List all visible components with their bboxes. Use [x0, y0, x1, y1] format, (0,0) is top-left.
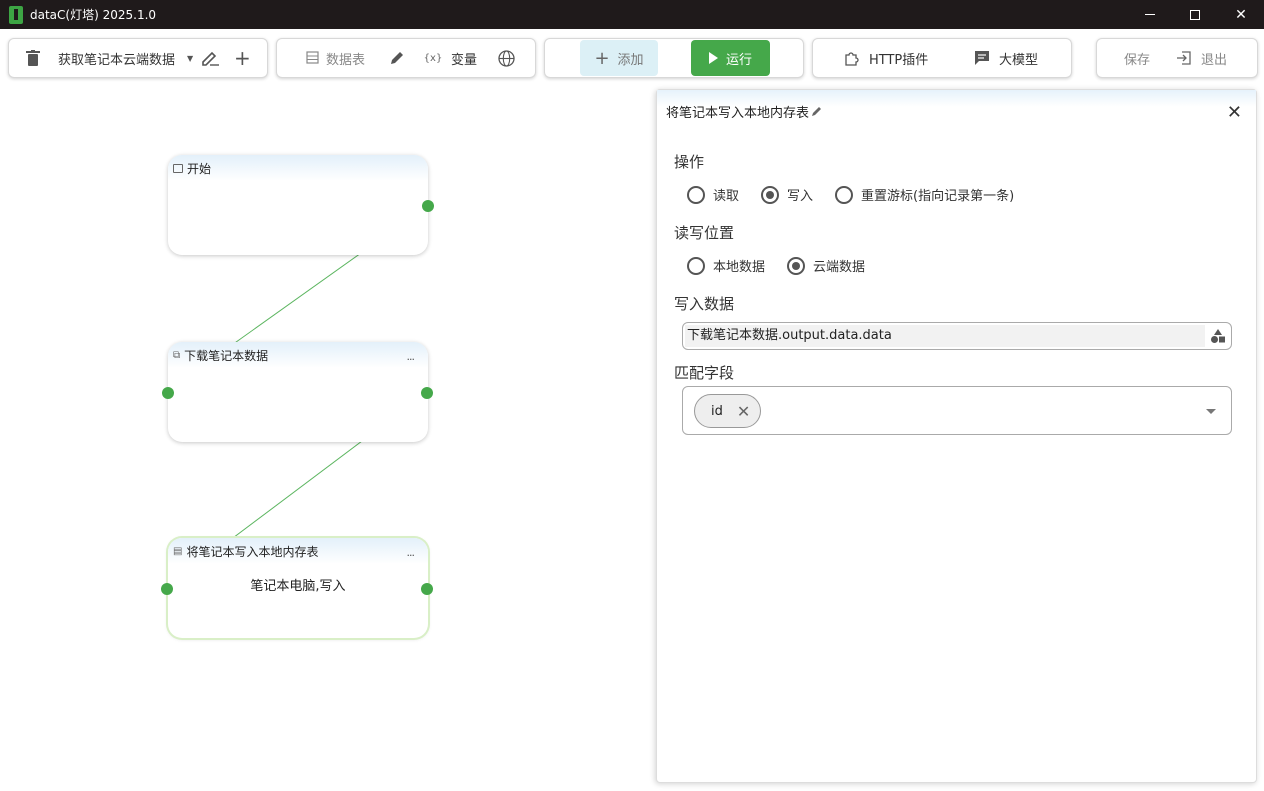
node-download-notebook[interactable]: ⧉ 下载笔记本数据 ···: [168, 342, 428, 442]
rename-workflow-button[interactable]: [201, 50, 219, 66]
pencil-icon: [391, 52, 403, 64]
write-data-value: 下载笔记本数据.output.data.data: [685, 325, 1205, 347]
add-node-button[interactable]: + 添加: [580, 40, 658, 76]
globe-button[interactable]: [498, 49, 515, 67]
run-toolbar-group: + 添加 运行: [544, 38, 804, 78]
write-data-label: 写入数据: [674, 295, 735, 313]
write-data-field[interactable]: 下载笔记本数据.output.data.data: [682, 322, 1232, 350]
input-port[interactable]: [162, 387, 174, 399]
plugin-toolbar-group: HTTP插件 大模型: [812, 38, 1072, 78]
title-bar: dataC(灯塔) 2025.1.0 ✕: [0, 0, 1264, 29]
puzzle-icon: [845, 52, 859, 66]
save-label: 保存: [1124, 52, 1151, 68]
save-button[interactable]: 保存: [1124, 49, 1150, 68]
radio-label: 本地数据: [713, 260, 766, 275]
node-start[interactable]: 开始: [168, 155, 428, 255]
radio-reset-cursor[interactable]: 重置游标(指向记录第一条): [835, 185, 1014, 204]
chip-id: id ✕: [694, 394, 761, 428]
node-header: 开始: [168, 155, 428, 181]
play-icon: [708, 52, 718, 64]
http-plugin-button[interactable]: HTTP插件: [844, 49, 928, 68]
node-header: ▤ 将笔记本写入本地内存表: [168, 538, 428, 564]
delete-workflow-button[interactable]: [26, 50, 40, 66]
llm-button[interactable]: 大模型: [974, 49, 1038, 68]
http-plugin-label: HTTP插件: [869, 52, 929, 68]
chat-icon: [975, 51, 989, 65]
plus-icon: +: [594, 47, 610, 69]
output-port[interactable]: [422, 200, 434, 212]
datatable-label: 数据表: [326, 52, 366, 68]
run-button[interactable]: 运行: [691, 40, 770, 76]
edit-button[interactable]: [389, 50, 405, 66]
lighthouse-app-icon: [9, 5, 23, 24]
close-window-button[interactable]: ✕: [1218, 0, 1264, 29]
output-port[interactable]: [421, 583, 433, 595]
operation-radio-group: 读取 写入 重置游标(指向记录第一条): [687, 185, 1036, 204]
location-label: 读写位置: [674, 224, 735, 242]
node-title: 开始: [187, 161, 212, 176]
panel-title: 将笔记本写入本地内存表: [666, 105, 810, 121]
edit-pen-icon[interactable]: [811, 105, 823, 117]
table-icon: ▤: [173, 545, 183, 557]
node-header: ⧉ 下载笔记本数据: [168, 342, 428, 368]
node-write-memory-table[interactable]: ▤ 将笔记本写入本地内存表 ··· 笔记本电脑,写入: [168, 538, 428, 638]
dropdown-caret-icon: ▼: [187, 53, 194, 63]
maximize-button[interactable]: [1172, 0, 1218, 29]
radio-read[interactable]: 读取: [687, 185, 739, 204]
puzzle-icon: ⧉: [173, 349, 181, 361]
node-config-panel: 将笔记本写入本地内存表 ✕ 操作 读取 写入 重置游标(指向记录第一条) 读写位…: [656, 89, 1257, 783]
plus-icon: +: [234, 46, 251, 70]
radio-label: 云端数据: [813, 260, 866, 275]
panel-close-button[interactable]: ✕: [1226, 102, 1242, 123]
exit-button[interactable]: 退出: [1176, 49, 1227, 68]
more-icon[interactable]: ···: [406, 353, 415, 366]
panel-header: 将笔记本写入本地内存表: [657, 90, 1256, 132]
node-title: 将笔记本写入本地内存表: [186, 544, 319, 559]
chip-label: id: [711, 403, 723, 419]
workflow-toolbar-group: 获取笔记本云端数据 ▼ +: [8, 38, 268, 78]
node-title: 下载笔记本数据: [184, 348, 269, 363]
radio-local-data[interactable]: 本地数据: [687, 256, 765, 275]
run-label: 运行: [725, 52, 752, 68]
remove-chip-icon[interactable]: ✕: [736, 401, 751, 421]
radio-label: 重置游标(指向记录第一条): [861, 189, 1015, 204]
globe-icon: [498, 49, 515, 67]
datatable-button[interactable]: 数据表: [304, 49, 365, 68]
operation-label: 操作: [674, 153, 705, 171]
location-radio-group: 本地数据 云端数据: [687, 256, 887, 275]
dropdown-caret-icon[interactable]: [1206, 409, 1216, 414]
input-port[interactable]: [161, 583, 173, 595]
exit-icon: [1177, 51, 1191, 65]
match-field-select[interactable]: id ✕: [682, 386, 1232, 435]
variable-button[interactable]: {x} 变量: [423, 49, 478, 68]
llm-label: 大模型: [999, 52, 1039, 68]
variable-label: 变量: [451, 52, 478, 68]
enter-icon: [173, 163, 183, 173]
maximize-icon: [1190, 9, 1200, 20]
radio-label: 写入: [787, 189, 814, 204]
more-icon[interactable]: ···: [406, 549, 415, 562]
data-toolbar-group: 数据表 {x} 变量: [276, 38, 536, 78]
close-icon: ✕: [1235, 6, 1247, 23]
workflow-select[interactable]: 获取笔记本云端数据 ▼: [58, 49, 193, 68]
add-workflow-button[interactable]: +: [234, 46, 251, 70]
workflow-name: 获取笔记本云端数据: [58, 52, 176, 68]
exit-label: 退出: [1201, 52, 1228, 68]
table-icon: [304, 50, 320, 66]
node-body: 笔记本电脑,写入: [250, 579, 346, 594]
file-toolbar-group: 保存 退出: [1096, 38, 1258, 78]
match-field-label: 匹配字段: [674, 364, 735, 382]
output-port[interactable]: [421, 387, 433, 399]
minimize-icon: [1145, 14, 1155, 15]
add-label: 添加: [617, 52, 644, 68]
radio-write[interactable]: 写入: [761, 185, 813, 204]
radio-cloud-data[interactable]: 云端数据: [787, 256, 865, 275]
edit-pen-icon: [202, 51, 219, 66]
shapes-icon[interactable]: [1210, 328, 1226, 344]
radio-label: 读取: [713, 189, 740, 204]
trash-icon: [26, 50, 40, 66]
variable-icon: {x}: [423, 52, 443, 64]
window-title: dataC(灯塔) 2025.1.0: [30, 8, 157, 22]
minimize-button[interactable]: [1127, 0, 1173, 29]
